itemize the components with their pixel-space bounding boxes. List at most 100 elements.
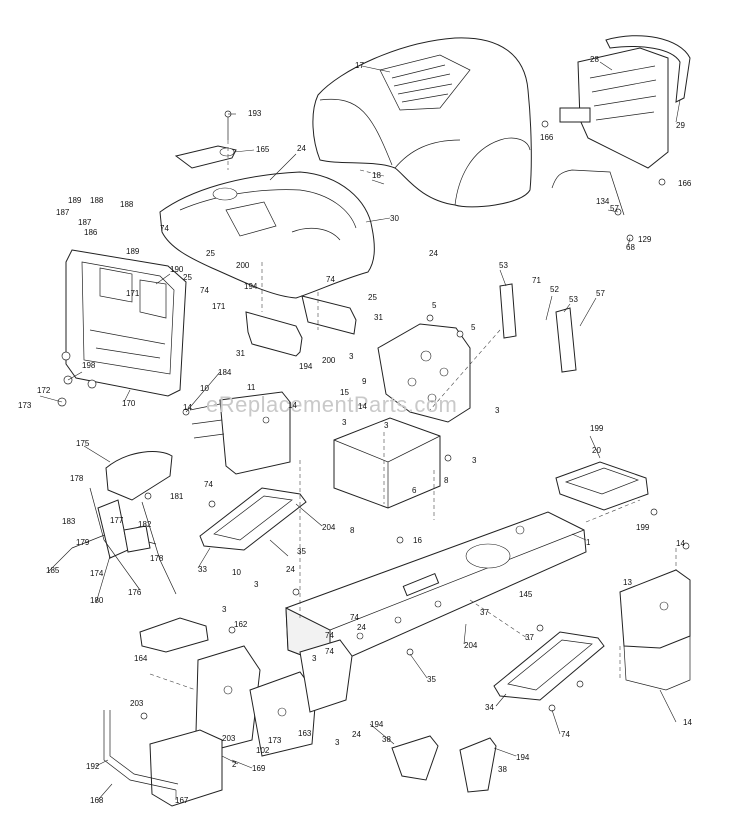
callout-labels: 1 2 3 3 3 3 3 3 3 3 3 5 5 6 8 8 9 10 10 … — [18, 55, 692, 805]
callout: 35 — [427, 675, 436, 684]
callout: 53 — [499, 261, 508, 270]
callout: 166 — [540, 133, 554, 142]
callout: 3 — [384, 421, 389, 430]
callout: 3 — [342, 418, 347, 427]
callout: 165 — [256, 145, 270, 154]
callout: 163 — [298, 729, 312, 738]
callout: 31 — [236, 349, 245, 358]
callout: 14 — [676, 539, 685, 548]
callout: 24 — [297, 144, 306, 153]
hood — [312, 37, 532, 208]
callout: 24 — [357, 623, 366, 632]
callout: 74 — [200, 286, 209, 295]
bracket-38 — [391, 735, 497, 793]
callout: 189 — [126, 247, 140, 256]
callout: 5 — [432, 301, 437, 310]
callout: 10 — [232, 568, 241, 577]
callout: 14 — [288, 401, 297, 410]
callout: 25 — [183, 273, 192, 282]
callout: 194 — [244, 282, 258, 291]
callout: 194 — [370, 720, 384, 729]
callout: 9 — [362, 377, 367, 386]
callout: 30 — [390, 214, 399, 223]
plate-175 — [105, 451, 173, 501]
callout: 8 — [350, 526, 355, 535]
callout: 57 — [596, 289, 605, 298]
callout: 190 — [170, 265, 184, 274]
callout: 53 — [569, 295, 578, 304]
callout: 168 — [90, 796, 104, 805]
callout: 3 — [335, 738, 340, 747]
callout: 29 — [676, 121, 685, 130]
bumper-167 — [103, 710, 223, 807]
callout: 184 — [218, 368, 232, 377]
callout: 3 — [222, 605, 227, 614]
front-panel — [65, 249, 187, 397]
callout: 200 — [236, 261, 250, 270]
panel-9 — [377, 323, 471, 423]
callout: 193 — [248, 109, 262, 118]
panel-11 — [189, 391, 291, 475]
callout: 188 — [120, 200, 134, 209]
callout: 14 — [358, 402, 367, 411]
callout: 189 — [68, 196, 82, 205]
callout: 3 — [472, 456, 477, 465]
callout: 183 — [62, 517, 76, 526]
callout: 178 — [70, 474, 84, 483]
callout: 6 — [412, 486, 417, 495]
callout: 204 — [322, 523, 336, 532]
fasteners — [57, 110, 690, 720]
callout: 74 — [160, 224, 169, 233]
callout: 35 — [297, 547, 306, 556]
callout: 203 — [130, 699, 144, 708]
callout: 178 — [150, 554, 164, 563]
callout: 188 — [90, 196, 104, 205]
callout: 166 — [678, 179, 692, 188]
callout: 74 — [350, 613, 359, 622]
callout: 3 — [349, 352, 354, 361]
callout: 25 — [206, 249, 215, 258]
callout: 71 — [532, 276, 541, 285]
callout: 74 — [325, 631, 334, 640]
callout: 169 — [252, 764, 266, 773]
battery-box — [333, 417, 441, 509]
callout: 145 — [519, 590, 533, 599]
callout: 11 — [247, 383, 256, 392]
callout: 16 — [413, 536, 422, 545]
callout: 28 — [590, 55, 599, 64]
callout: 179 — [76, 538, 90, 547]
cover-164 — [139, 617, 209, 653]
watermark: eReplacementParts.com — [206, 392, 457, 417]
callout: 200 — [322, 356, 336, 365]
callout: 129 — [638, 235, 652, 244]
callout: 38 — [498, 765, 507, 774]
callout: 74 — [325, 647, 334, 656]
side-panel-13 — [619, 569, 691, 691]
callout: 170 — [122, 399, 136, 408]
footrest-33 — [199, 487, 307, 551]
callout: 8 — [444, 476, 449, 485]
callout: 1 — [586, 538, 591, 547]
dash-panel — [159, 171, 375, 299]
callout: 181 — [170, 492, 184, 501]
callout: 74 — [326, 275, 335, 284]
cover-165 — [174, 145, 237, 169]
callout: 14 — [683, 718, 692, 727]
callout: 24 — [286, 565, 295, 574]
seat-bracket-20 — [555, 461, 649, 511]
bracket-31 — [245, 295, 357, 357]
callout: 172 — [37, 386, 51, 395]
callout: 134 — [596, 197, 610, 206]
callout: 24 — [429, 249, 438, 258]
callout: 198 — [82, 361, 96, 370]
callout: 34 — [485, 703, 494, 712]
footrest-34 — [493, 631, 605, 701]
callout: 192 — [86, 762, 100, 771]
callout: 204 — [464, 641, 478, 650]
callout: 38 — [382, 735, 391, 744]
callout: 3 — [495, 406, 500, 415]
callout: 176 — [128, 588, 142, 597]
callout: 17 — [355, 61, 364, 70]
callout: 52 — [550, 285, 559, 294]
